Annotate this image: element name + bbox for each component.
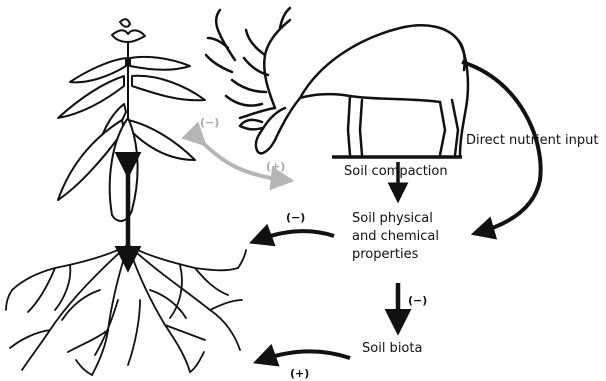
deer-illustration (206, 8, 468, 155)
properties-to-plant-arrow (258, 231, 334, 240)
soil-properties-line-1: Soil physical (352, 211, 433, 226)
direct-nutrient-input-label: Direct nutrient input (466, 133, 599, 148)
grey-minus-sign: (−) (200, 116, 219, 129)
soil-properties-line-3: properties (352, 247, 418, 262)
soil-biota-label: Soil biota (362, 341, 422, 356)
biota-to-roots-arrow (262, 351, 350, 360)
roots-illustration (6, 245, 246, 375)
grey-plus-sign: (+) (266, 160, 285, 173)
compaction-to-biota-sign: (−) (408, 294, 427, 307)
soil-compaction-label: Soil compaction (344, 164, 448, 179)
properties-to-plant-sign: (−) (286, 211, 305, 224)
biota-to-plant-sign: (+) (290, 367, 309, 380)
soil-properties-line-2: and chemical (352, 229, 439, 244)
plant-illustration (58, 19, 205, 245)
